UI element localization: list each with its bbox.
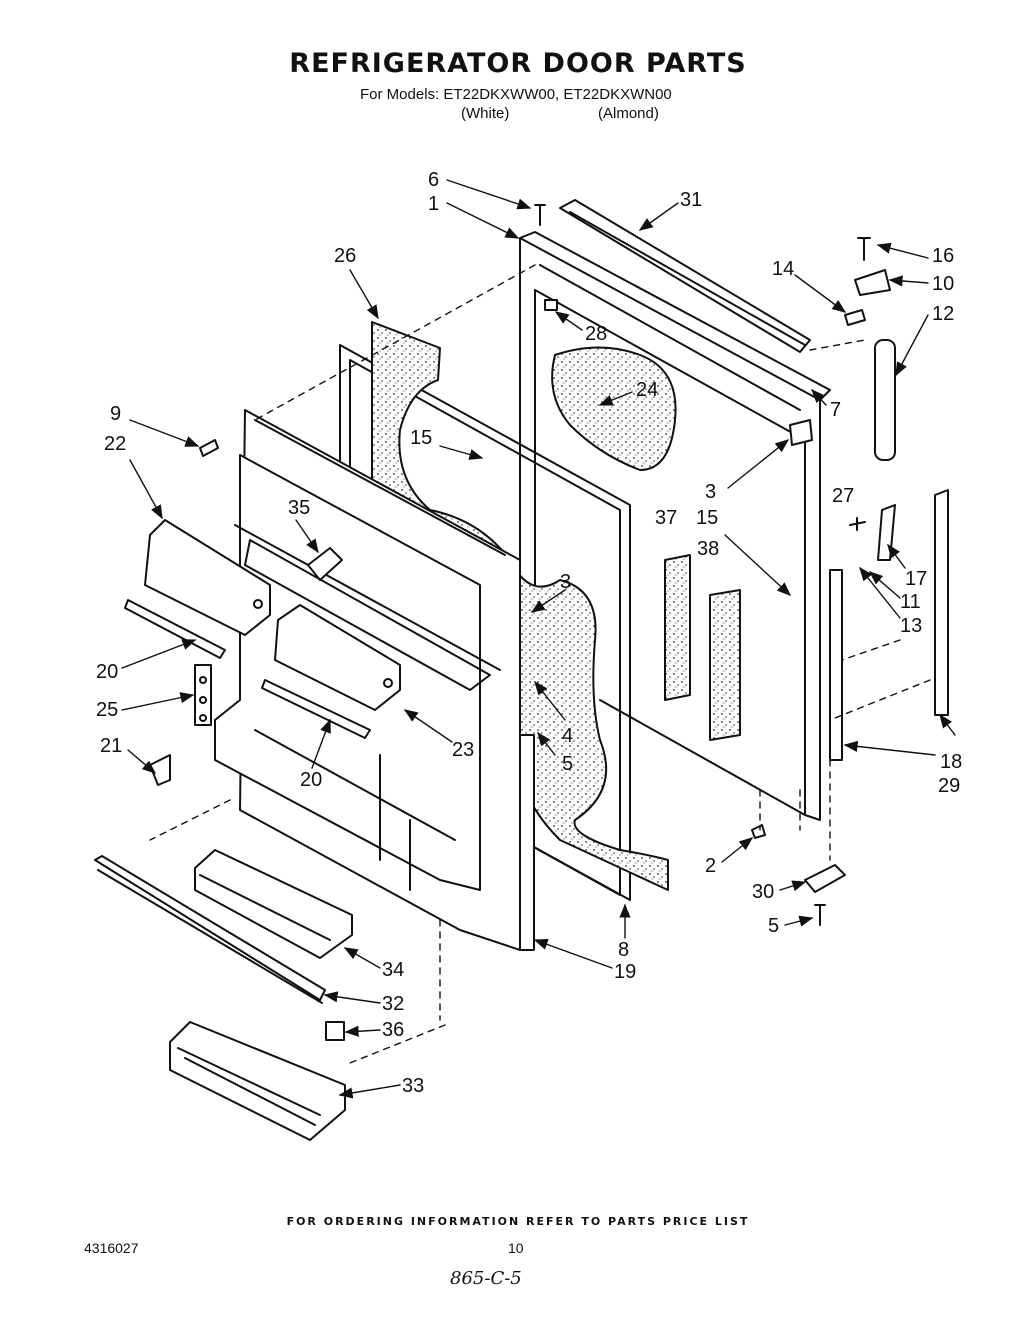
hinge-screw-16	[857, 237, 871, 261]
callout-label: 37	[655, 507, 677, 529]
callout-label: 15	[410, 427, 432, 449]
callout-label: 12	[932, 303, 954, 325]
callout-numbers: 6 1 31 16 10 14 12 26 28 24 7 9 22 15 3 …	[96, 169, 962, 1097]
shelf-bar	[94, 855, 326, 1004]
callout-label: 3	[705, 481, 716, 503]
door-rail	[519, 734, 535, 951]
plug-27	[849, 517, 866, 531]
side-rail-29	[829, 569, 843, 761]
callout-label: 22	[104, 433, 126, 455]
callout-label: 17	[905, 568, 927, 590]
callout-label: 4	[562, 725, 573, 747]
clip-21	[149, 754, 171, 786]
bottom-hinge	[804, 864, 846, 893]
callout-label: 20	[96, 661, 118, 683]
callout-label: 19	[614, 961, 636, 983]
door-trim-top	[559, 199, 811, 353]
callout-label: 7	[830, 399, 841, 421]
callout-label: 25	[96, 699, 118, 721]
callout-label: 35	[288, 497, 310, 519]
door-bin-34	[194, 849, 353, 959]
leader-lines	[121, 179, 956, 1099]
callout-label: 36	[382, 1019, 404, 1041]
top-hinge	[854, 269, 891, 296]
callout-label: 5	[768, 915, 779, 937]
page-number: 10	[508, 1240, 524, 1256]
alignment-lines	[149, 264, 931, 1066]
callout-label: 26	[334, 245, 356, 267]
callout-label: 9	[110, 403, 121, 425]
callout-label: 28	[585, 323, 607, 345]
callout-label: 13	[900, 615, 922, 637]
callout-label: 38	[697, 538, 719, 560]
cap-36	[325, 1021, 345, 1041]
handwritten-note: 865-C-5	[450, 1268, 522, 1289]
callout-label: 16	[932, 245, 954, 267]
door-bin-33	[169, 1021, 346, 1141]
hinge-bracket-top	[789, 419, 813, 446]
callout-label: 18	[940, 751, 962, 773]
callout-label: 32	[382, 993, 404, 1015]
bushing-28	[544, 299, 558, 311]
color-label-white: (White)	[461, 105, 510, 122]
foam-strip-38	[709, 589, 741, 741]
hinge-shim	[844, 309, 866, 326]
document-number: 4316027	[84, 1240, 139, 1256]
callout-label: 20	[300, 769, 322, 791]
callout-label: 11	[900, 591, 921, 613]
gasket-trim-35	[307, 547, 343, 581]
ordering-note: FOR ORDERING INFORMATION REFER TO PARTS …	[286, 1215, 750, 1228]
side-seal-18	[934, 489, 949, 716]
callout-label: 6	[428, 169, 439, 191]
callout-label: 23	[452, 739, 474, 761]
screw-9	[199, 439, 219, 457]
cap-2	[751, 824, 766, 839]
callout-label: 2	[705, 855, 716, 877]
callout-label: 8	[618, 939, 629, 961]
callout-label: 15	[696, 507, 718, 529]
callout-label: 14	[772, 258, 794, 280]
callout-label: 1	[428, 193, 439, 215]
callout-label: 34	[382, 959, 404, 981]
callout-label: 33	[402, 1075, 424, 1097]
models-line: For Models: ET22DKXWW00, ET22DKXWN00	[360, 86, 672, 103]
screw-6	[534, 204, 546, 226]
page-title: REFRIGERATOR DOOR PARTS	[289, 48, 747, 79]
bottom-screw	[814, 904, 826, 926]
callout-label: 29	[938, 775, 960, 797]
callout-label: 3	[560, 571, 571, 593]
callout-label: 24	[636, 379, 658, 401]
hinge-pin-tube	[874, 339, 896, 461]
callout-label: 5	[562, 753, 573, 775]
bin-bracket	[194, 664, 212, 726]
color-label-almond: (Almond)	[598, 105, 659, 122]
callout-label: 31	[680, 189, 702, 211]
callout-label: 10	[932, 273, 954, 295]
shelf-bin-23	[261, 604, 401, 739]
foam-strip-37	[664, 554, 691, 701]
callout-label: 30	[752, 881, 774, 903]
insulation-patch	[551, 346, 677, 471]
callout-label: 21	[100, 735, 122, 757]
shelf-bin-22	[124, 519, 271, 659]
callout-label: 27	[832, 485, 854, 507]
